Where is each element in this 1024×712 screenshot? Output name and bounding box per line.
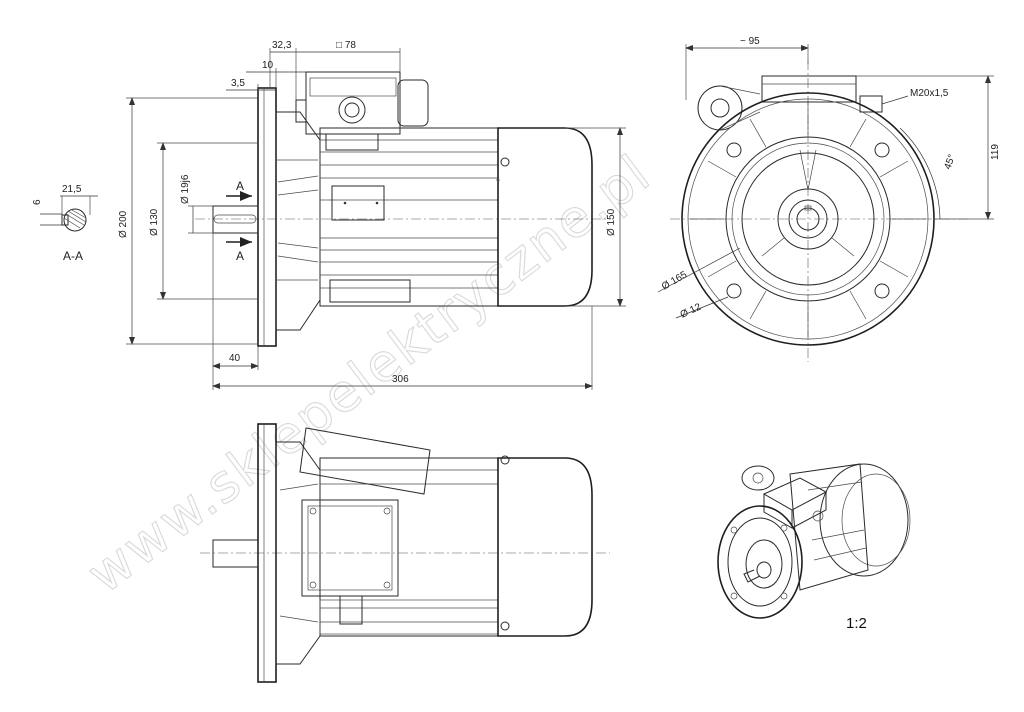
dim-approx-95: ~ 95 (740, 36, 760, 47)
dim-square-78: □ 78 (336, 40, 356, 51)
side-view-top: A A (118, 40, 626, 390)
dim-32-3: 32,3 (272, 40, 292, 51)
bottom-cable-gland (339, 595, 363, 625)
dim-dia-165: Ø 165 (660, 269, 689, 292)
isometric-view (717, 463, 911, 619)
shaft-section (63, 208, 87, 232)
dim-40: 40 (229, 353, 241, 364)
dimensions-front: ~ 95 M20x1,5 119 45° Ø 165 Ø 12 (657, 36, 1001, 321)
dim-angle-45: 45° (942, 153, 958, 171)
bottom-motor-body (319, 457, 499, 637)
iso-terminal-box (762, 477, 828, 511)
front-terminal-box (761, 75, 857, 103)
nameplate (331, 185, 385, 221)
scale-label: 1:2 (846, 615, 867, 632)
bottom-lifting-lug (299, 427, 431, 495)
dim-dia-12: Ø 12 (679, 301, 704, 320)
dim-dia-19: Ø 19j6 (180, 174, 191, 204)
section-a-a: 21,5 6 A-A (32, 184, 98, 263)
dimensions-side-top: 32,3 □ 78 10 3,5 Ø 200 Ø 130 Ø 19j6 (118, 40, 626, 390)
fan-cover (497, 127, 593, 307)
bolt-hole (874, 283, 890, 299)
dim-306: 306 (392, 374, 409, 385)
iso-flange (717, 505, 803, 619)
dim-thread: M20x1,5 (910, 88, 949, 99)
watermark: www.sklepelektryczne.pl (76, 143, 663, 606)
dim-dia-200: Ø 200 (118, 210, 129, 238)
flange-cone (275, 111, 321, 331)
bottom-shaft (212, 539, 259, 568)
section-marker-top: A (236, 179, 244, 193)
front-shaft (796, 207, 820, 231)
bottom-fan-cover (497, 457, 593, 637)
dim-119: 119 (990, 144, 1001, 160)
dim-6: 6 (32, 199, 43, 205)
bottom-terminal-box (301, 499, 399, 597)
cable-gland-body (397, 79, 429, 127)
cooling-fins (320, 139, 498, 289)
front-view: ~ 95 M20x1,5 119 45° Ø 165 Ø 12 (657, 36, 1001, 362)
iso-fan-cover (819, 463, 909, 577)
bolt-hole (726, 142, 742, 158)
section-a-a-label: A-A (63, 249, 83, 263)
dim-10: 10 (262, 60, 274, 71)
iso-shaft (743, 569, 761, 583)
flange-plate (257, 87, 277, 347)
front-fins (690, 101, 926, 337)
rating-plate (329, 279, 411, 303)
dim-21-5: 21,5 (62, 184, 82, 195)
watermark-text: www.sklepelektryczne.pl (77, 143, 662, 605)
bolt-hole (726, 283, 742, 299)
section-marker-bottom: A (236, 249, 244, 263)
bolt-hole (874, 142, 890, 158)
cable-gland-top (338, 96, 366, 124)
dim-dia-150: Ø 150 (606, 208, 617, 236)
dim-dia-130: Ø 130 (149, 208, 160, 236)
shaft (212, 205, 259, 234)
dim-3-5: 3,5 (231, 78, 245, 89)
iso-body (789, 463, 869, 591)
top-view-bottom (200, 423, 610, 683)
